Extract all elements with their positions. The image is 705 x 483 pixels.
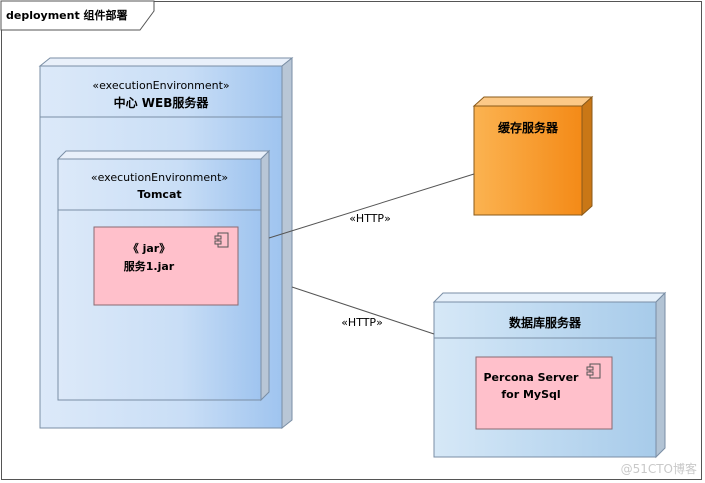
frame-title: deployment 组件部署 [6, 9, 128, 22]
connector-label-db: «HTTP» [341, 316, 383, 329]
central-stereotype: «executionEnvironment» [92, 79, 230, 92]
connector-http-cache[interactable] [268, 173, 475, 239]
connector-label-cache: «HTTP» [349, 212, 391, 225]
watermark: @51CTO博客 [620, 462, 697, 476]
jar-component[interactable] [93, 226, 239, 306]
component-icon [214, 232, 229, 248]
tomcat-name: Tomcat [137, 188, 182, 201]
cache-name: 缓存服务器 [497, 121, 558, 135]
tomcat-stereotype: «executionEnvironment» [90, 171, 229, 184]
db-name: 数据库服务器 [508, 316, 581, 330]
jar-name: 服务1.jar [123, 260, 175, 273]
central-name: 中心 WEB服务器 [113, 96, 209, 110]
component-icon [586, 363, 601, 379]
percona-name-line1: Percona Server [483, 371, 579, 384]
percona-name-line2: for MySql [501, 388, 561, 401]
jar-stereotype: 《 jar》 [127, 242, 171, 255]
connector-http-db[interactable] [291, 286, 435, 335]
percona-component[interactable] [475, 356, 613, 430]
cache-server-node[interactable] [472, 95, 594, 217]
frame-title-tab [0, 0, 155, 31]
